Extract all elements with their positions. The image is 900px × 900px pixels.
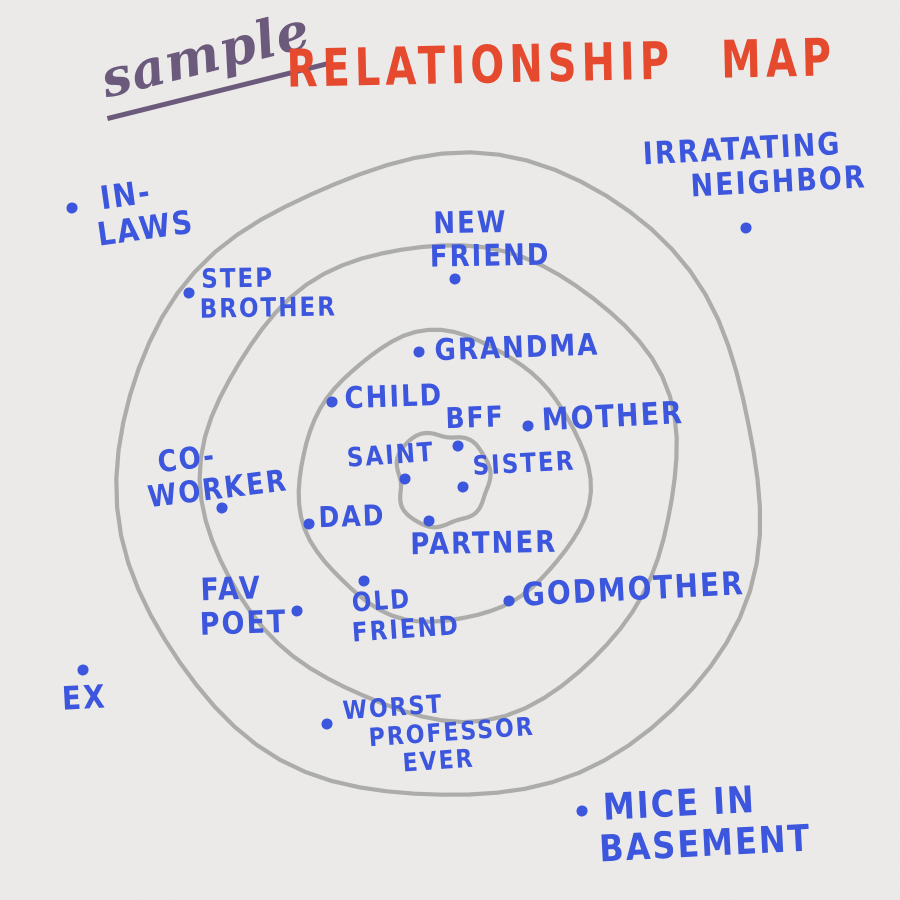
person-dot-worst-professor-ever: [320, 717, 334, 731]
ring-3: [197, 243, 679, 725]
person-dot-fav-poet: [290, 604, 304, 618]
person-dot-dad: [302, 517, 316, 531]
person-dot-godmother: [502, 594, 516, 608]
person-dot-grandma: [412, 345, 426, 359]
person-dot-mother: [521, 419, 535, 433]
person-dot-child: [325, 395, 339, 409]
person-dot-step-brother: [182, 286, 196, 300]
person-dot-sister: [456, 480, 470, 494]
person-dot-irratating-neighbor: [739, 221, 753, 235]
person-label-mother: MOTHER: [540, 395, 685, 439]
person-label-child: CHILD: [343, 378, 444, 417]
person-label-in-laws: IN-LAWS: [94, 172, 197, 255]
person-dot-ex: [76, 663, 90, 677]
person-label-bff: BFF: [444, 399, 506, 436]
person-label-godmother: GODMOTHER: [520, 564, 746, 614]
person-dot-in-laws: [65, 201, 79, 215]
person-dot-saint: [398, 472, 412, 486]
person-label-co-worker: CO-WORKER: [145, 439, 290, 516]
person-dot-mice-in-basement: [575, 804, 589, 818]
person-dot-bff: [451, 439, 465, 453]
person-label-saint: SAINT: [345, 437, 436, 474]
person-dot-partner: [422, 514, 436, 528]
person-label-ex: EX: [60, 677, 108, 718]
person-label-partner: PARTNER: [409, 525, 558, 563]
person-label-grandma: GRANDMA: [433, 328, 600, 369]
person-dot-old-friend: [357, 574, 371, 588]
person-label-dad: DAD: [317, 498, 386, 535]
ring-4: [114, 150, 762, 797]
person-label-sister: SISTER: [471, 446, 577, 482]
